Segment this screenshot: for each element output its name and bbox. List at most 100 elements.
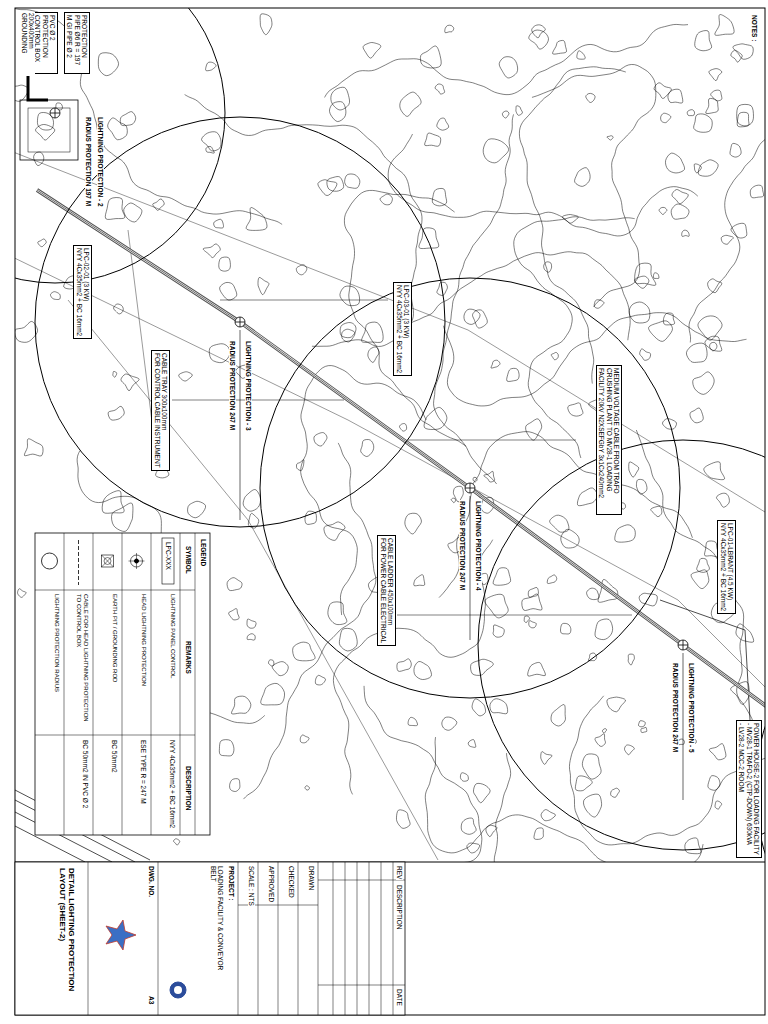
- contour-line: [460, 773, 468, 782]
- contour-line: [219, 740, 234, 756]
- contour-line: [628, 654, 634, 665]
- panel-symbol: [162, 538, 174, 584]
- contour-line: [561, 623, 571, 634]
- contour-line: [397, 659, 411, 672]
- contour-line: [551, 705, 565, 726]
- callout-box: POWER HOUSE-2 FOR LOADING FACILITY- MV28…: [736, 720, 762, 858]
- title-block-frame: [15, 862, 405, 1015]
- contour-line: [344, 190, 466, 446]
- contour-line: [15, 321, 38, 342]
- contour-line: [50, 292, 60, 300]
- contour-line: [541, 752, 552, 765]
- drawing-label: RADIUS PROTECTION 247 M: [229, 340, 236, 431]
- contour-line: [750, 185, 763, 198]
- contour-line: [668, 89, 683, 103]
- contour-line: [721, 235, 733, 244]
- contour-line: [708, 279, 722, 293]
- radius-symbol: [42, 553, 58, 569]
- contour-line: [120, 112, 135, 126]
- callout-box: PROTECTION PIPE Ø6 R = 197 M GI PIPE Ø 2: [64, 12, 90, 74]
- legend-text: EARTH PIT / GROUNDING ROD: [111, 594, 118, 730]
- company-logo: [170, 982, 186, 998]
- contour-line: [363, 43, 381, 59]
- contour-line: [661, 113, 671, 122]
- contour-line: [247, 634, 255, 640]
- callout-text: - LV28-2 MCC-2 ROOM: [738, 723, 745, 855]
- contour-line: [615, 525, 636, 542]
- callout-text: NYY 4Cx35mm2 + BC 16mm2: [75, 248, 82, 336]
- contour-line: [108, 118, 128, 140]
- contour-line: [522, 594, 542, 611]
- contour-line: [737, 104, 754, 125]
- contour-line: [445, 25, 454, 33]
- contour-line: [494, 753, 703, 862]
- contour-line: [272, 662, 288, 676]
- contour-line: [339, 628, 357, 651]
- protection-radius: [260, 278, 680, 698]
- drawing-label: DESCRIPTION: [185, 765, 192, 811]
- drawing-label: REMARKS: [185, 640, 192, 675]
- leader-line: [397, 615, 632, 616]
- contour-line: [345, 174, 360, 188]
- contour-line: [435, 84, 445, 94]
- contour-line: [301, 366, 426, 616]
- contour-line: [485, 594, 508, 618]
- contour-line: [577, 488, 597, 506]
- contour-line: [672, 190, 688, 204]
- drawing-label: SCALE : NTS: [248, 865, 255, 907]
- contour-line: [595, 619, 613, 640]
- contour-line: [689, 96, 765, 342]
- lightning-rod-symbol: [235, 317, 245, 327]
- contour-line: [499, 57, 517, 78]
- contour-line: [526, 419, 542, 440]
- contour-line: [260, 14, 272, 35]
- legend-frame: [35, 533, 210, 835]
- callout-text: LPC-01-LBRANT (4.5 KW): [727, 523, 734, 611]
- contour-line: [425, 737, 678, 862]
- contour-line: [243, 490, 260, 512]
- contour-line: [112, 503, 133, 531]
- contour-line: [451, 498, 455, 503]
- drawing-label: CHECKED: [288, 865, 295, 899]
- contour-line: [400, 92, 421, 116]
- leader-line: [408, 440, 576, 441]
- callout-box: PVC Ø 2 PROTECTION CONTROL BOX: [32, 12, 58, 74]
- contour-line: [179, 372, 193, 381]
- callout-text: FOR CONTROL CABLE INSTRUMENT: [153, 353, 160, 468]
- drawing-label: RADIUS PROTECTION 247 M: [672, 662, 679, 753]
- contour-line: [439, 432, 692, 598]
- contour-line: [659, 207, 667, 214]
- contour-line: [293, 642, 315, 661]
- contour-line: [305, 786, 310, 790]
- contour-line: [188, 501, 206, 517]
- title-block-grid: [238, 880, 405, 985]
- contour-line: [715, 801, 722, 809]
- contour-line: [715, 15, 734, 36]
- contour-line: [491, 360, 500, 368]
- contour-line: [206, 62, 216, 71]
- lightning-rod-symbol: [235, 317, 245, 327]
- contour-line: [709, 69, 722, 81]
- contour-line: [419, 228, 439, 249]
- contour-line: [708, 776, 720, 791]
- contour-line: [219, 257, 231, 271]
- contour-line: [203, 244, 220, 258]
- contour-line: [98, 53, 118, 76]
- company-logo: [174, 986, 182, 994]
- callout-text: POWER HOUSE-2 FOR LOADING FACILITY: [753, 723, 760, 855]
- contour-line: [247, 619, 256, 628]
- contour-line: [682, 230, 690, 236]
- contour-line: [328, 602, 347, 625]
- lightning-rod-symbol: [678, 640, 688, 650]
- contour-line: [575, 168, 591, 187]
- drawing-label: PROJECT :: [228, 865, 235, 902]
- contour-line: [586, 93, 595, 102]
- contour-line: [602, 729, 606, 734]
- contour-line: [185, 95, 422, 325]
- contour-line: [665, 153, 684, 173]
- contour-line: [414, 661, 432, 679]
- contour-line: [300, 735, 309, 743]
- contour-line: [329, 102, 345, 122]
- drawing-label: SYMBOL: [185, 545, 192, 575]
- callout-box: LPC-01-LBRANT (4.5 KW)NYY 4Cx35mm2 + BC …: [717, 520, 736, 614]
